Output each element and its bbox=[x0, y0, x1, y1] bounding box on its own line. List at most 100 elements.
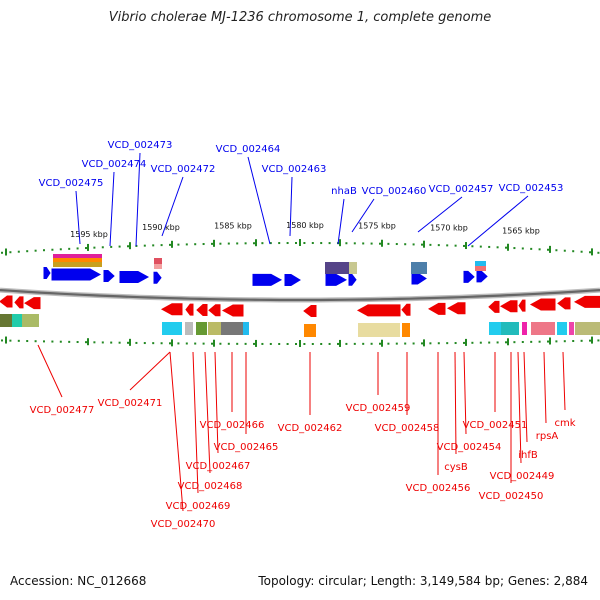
forward-gene-arrow[interactable] bbox=[43, 266, 51, 279]
major-tick-inner bbox=[465, 338, 467, 346]
reverse-gene-arrow[interactable] bbox=[24, 297, 41, 310]
forward-gene-arrow[interactable] bbox=[325, 273, 348, 286]
scale-dot-inner bbox=[1, 339, 3, 342]
reverse-gene-arrow[interactable] bbox=[573, 295, 600, 308]
scale-dot-outer bbox=[404, 243, 407, 246]
gene-label-VCD_002450[interactable]: VCD_002450 bbox=[479, 491, 544, 502]
gene-label-VCD_002474[interactable]: VCD_002474 bbox=[82, 159, 147, 170]
gene-label-VCD_002459[interactable]: VCD_002459 bbox=[346, 403, 411, 414]
gene-label-VCD_002469[interactable]: VCD_002469 bbox=[166, 501, 231, 512]
scale-dot-inner bbox=[185, 342, 188, 345]
major-tick-outer bbox=[381, 239, 383, 247]
reverse-gene-arrow[interactable] bbox=[196, 303, 208, 316]
scale-dot-outer bbox=[496, 246, 499, 249]
scale-dot-outer bbox=[505, 246, 507, 249]
scale-dot-outer bbox=[236, 242, 239, 245]
reverse-gene-arrow[interactable] bbox=[221, 304, 244, 317]
scale-dot-inner bbox=[219, 342, 222, 345]
scale-dot-inner bbox=[177, 342, 180, 345]
scale-dot-outer bbox=[59, 248, 62, 251]
scale-dot-outer bbox=[580, 250, 583, 253]
scale-label-1575: 1575 kbp bbox=[358, 222, 396, 231]
gene-label-VCD_002467[interactable]: VCD_002467 bbox=[186, 461, 251, 472]
forward-gene-arrow[interactable] bbox=[463, 270, 475, 283]
forward-gene-arrow[interactable] bbox=[103, 269, 115, 282]
reverse-gene-arrow[interactable] bbox=[488, 300, 500, 313]
gene-label-VCD_002454[interactable]: VCD_002454 bbox=[437, 442, 502, 453]
reverse-gene-arrow[interactable] bbox=[427, 302, 446, 315]
reverse-gene-arrow[interactable] bbox=[356, 304, 401, 317]
scale-dot-outer bbox=[227, 242, 230, 245]
gene-label-VCD_002475[interactable]: VCD_002475 bbox=[39, 178, 104, 189]
reverse-gene-arrow[interactable] bbox=[160, 303, 183, 316]
gene-label-VCD_002462[interactable]: VCD_002462 bbox=[278, 423, 343, 434]
forward-gene-arrow[interactable] bbox=[153, 271, 162, 284]
label-leader-VCD_002469 bbox=[192, 351, 199, 494]
reverse-gene-arrow[interactable] bbox=[529, 298, 556, 311]
scale-dot-outer bbox=[152, 244, 155, 247]
feature-bar bbox=[531, 322, 555, 335]
feature-bar bbox=[53, 258, 102, 262]
gene-label-VCD_002468[interactable]: VCD_002468 bbox=[178, 481, 243, 492]
scale-label-1585: 1585 kbp bbox=[214, 221, 252, 230]
gene-label-VCD_002471[interactable]: VCD_002471 bbox=[98, 398, 163, 409]
gene-label-VCD_002464[interactable]: VCD_002464 bbox=[216, 144, 281, 155]
forward-gene-arrow[interactable] bbox=[348, 273, 357, 286]
forward-gene-arrow[interactable] bbox=[252, 273, 283, 286]
scale-dot-inner bbox=[43, 340, 45, 343]
gene-label-VCD_002451[interactable]: VCD_002451 bbox=[463, 420, 528, 431]
reverse-gene-arrow[interactable] bbox=[518, 299, 526, 312]
reverse-gene-arrow[interactable] bbox=[14, 296, 24, 309]
gene-label-nhaB[interactable]: nhaB bbox=[331, 186, 357, 197]
scale-dot-inner bbox=[68, 340, 71, 343]
label-leader-VCD_002472 bbox=[161, 176, 184, 237]
reverse-gene-arrow[interactable] bbox=[303, 304, 317, 317]
scale-dot-inner bbox=[437, 342, 440, 345]
gene-label-VCD_002466[interactable]: VCD_002466 bbox=[200, 420, 265, 431]
reverse-gene-arrow[interactable] bbox=[185, 303, 194, 316]
scale-dot-inner bbox=[563, 340, 566, 343]
scale-dot-outer bbox=[202, 243, 205, 246]
major-tick-outer bbox=[591, 248, 593, 256]
reverse-gene-arrow[interactable] bbox=[499, 300, 518, 313]
scale-dot-inner bbox=[26, 340, 29, 343]
gene-label-VCD_002453[interactable]: VCD_002453 bbox=[499, 183, 564, 194]
gene-label-VCD_002458[interactable]: VCD_002458 bbox=[375, 423, 440, 434]
gene-label-VCD_002472[interactable]: VCD_002472 bbox=[151, 164, 216, 175]
gene-label-VCD_002456[interactable]: VCD_002456 bbox=[406, 483, 471, 494]
reverse-gene-arrow[interactable] bbox=[208, 304, 221, 317]
scale-dot-inner bbox=[421, 342, 423, 345]
reverse-gene-arrow[interactable] bbox=[401, 303, 411, 316]
forward-gene-arrow[interactable] bbox=[411, 272, 427, 285]
gene-label-VCD_002463[interactable]: VCD_002463 bbox=[262, 164, 327, 175]
forward-gene-arrow[interactable] bbox=[51, 268, 102, 281]
label-leader-VCD_002454 bbox=[463, 351, 467, 435]
gene-label-VCD_002473[interactable]: VCD_002473 bbox=[108, 140, 173, 151]
gene-label-VCD_002470[interactable]: VCD_002470 bbox=[151, 519, 216, 530]
forward-gene-arrow[interactable] bbox=[284, 273, 301, 286]
major-tick-inner bbox=[549, 337, 551, 345]
scale-dot-outer bbox=[353, 242, 356, 245]
reverse-gene-arrow[interactable] bbox=[557, 297, 571, 310]
reverse-gene-arrow[interactable] bbox=[446, 302, 466, 315]
reverse-gene-arrow[interactable] bbox=[0, 295, 13, 308]
gene-label-rpsA[interactable]: rpsA bbox=[536, 431, 559, 442]
gene-label-VCD_002465[interactable]: VCD_002465 bbox=[214, 442, 279, 453]
genome-backbone bbox=[0, 289, 600, 302]
gene-label-VCD_002477[interactable]: VCD_002477 bbox=[30, 405, 95, 416]
major-tick-outer bbox=[339, 239, 341, 247]
gene-label-VCD_002460[interactable]: VCD_002460 bbox=[362, 186, 427, 197]
gene-label-cysB[interactable]: cysB bbox=[444, 462, 468, 473]
feature-bar bbox=[154, 264, 162, 269]
scale-dot-inner bbox=[17, 339, 20, 342]
scale-dot-inner bbox=[76, 341, 79, 344]
forward-gene-arrow[interactable] bbox=[119, 270, 150, 283]
scale-dot-inner bbox=[496, 341, 499, 344]
gene-label-VCD_002449[interactable]: VCD_002449 bbox=[490, 471, 555, 482]
scale-dot-inner bbox=[412, 342, 415, 345]
feature-bar bbox=[154, 258, 162, 264]
forward-gene-arrow[interactable] bbox=[476, 270, 488, 283]
gene-label-cmk[interactable]: cmk bbox=[554, 418, 575, 429]
gene-label-VCD_002457[interactable]: VCD_002457 bbox=[429, 184, 494, 195]
gene-label-ihfB[interactable]: ihfB bbox=[518, 450, 538, 461]
